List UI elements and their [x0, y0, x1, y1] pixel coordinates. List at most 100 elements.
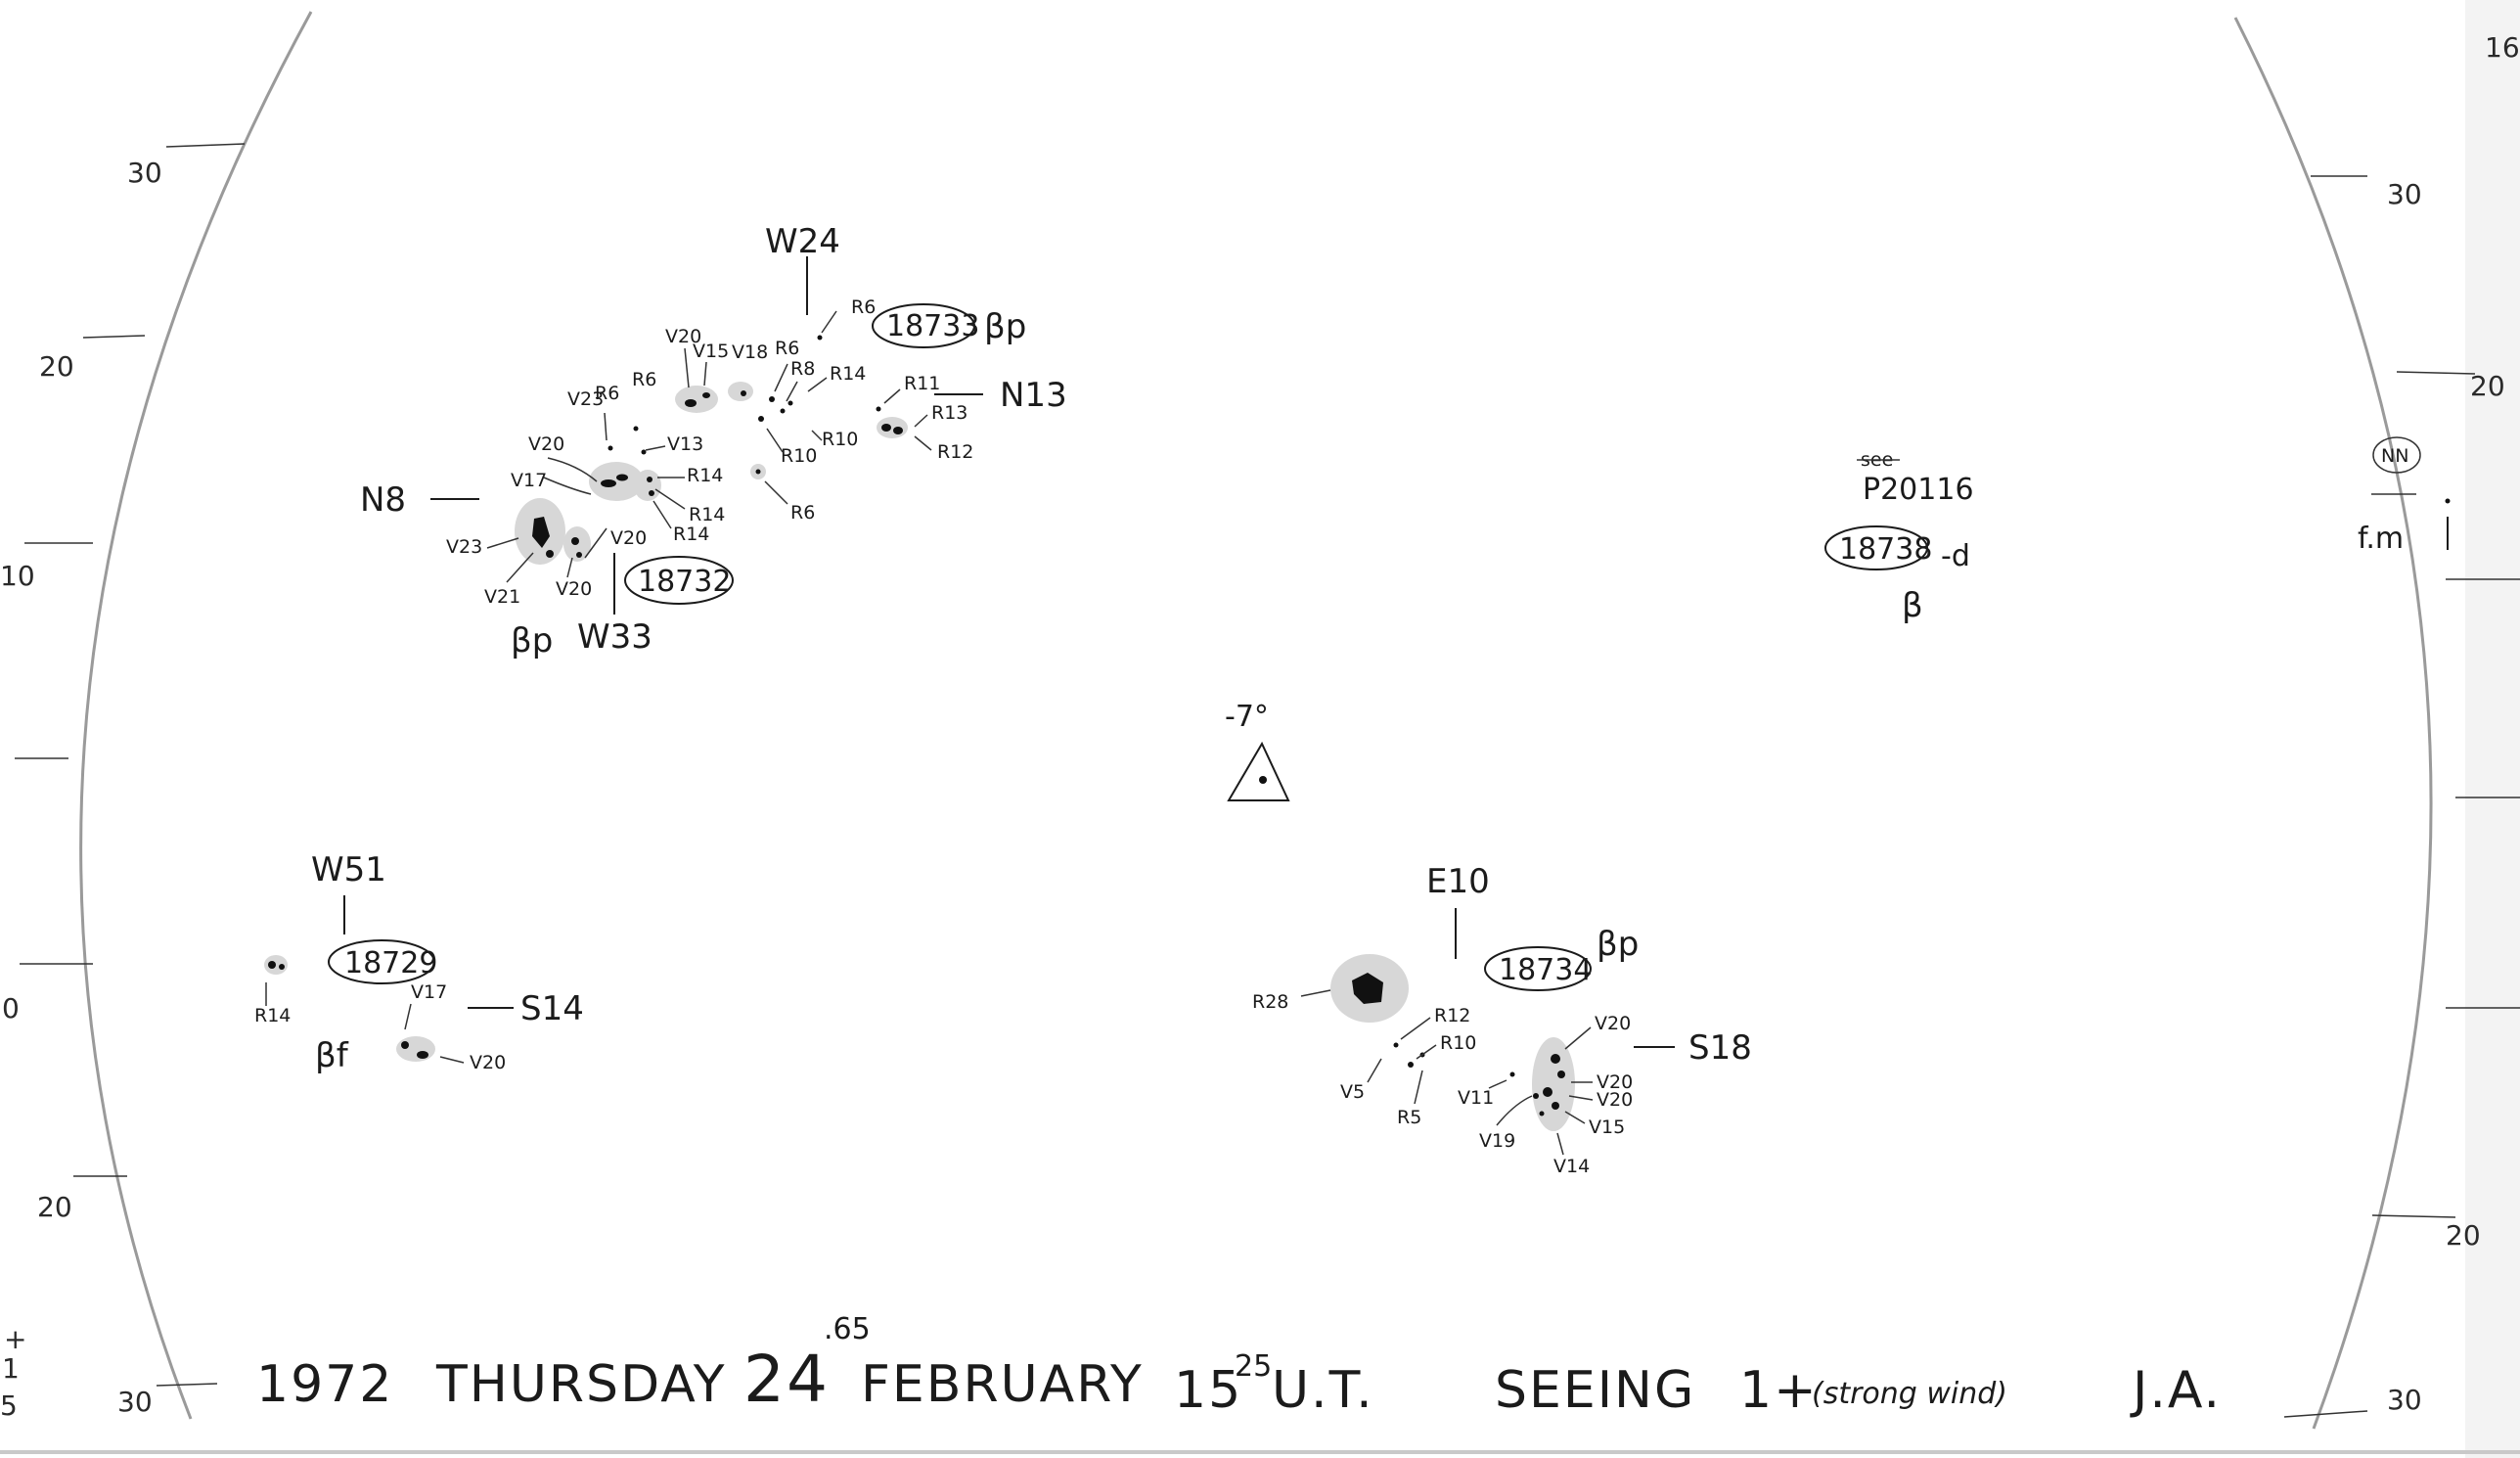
group-latitude: S14: [520, 989, 584, 1028]
spot-label: V21: [484, 586, 520, 608]
day-fraction: .65: [824, 1312, 871, 1346]
weekday: THURSDAY: [435, 1355, 727, 1414]
spot-label: R10: [781, 445, 817, 467]
group-number-oval: [624, 556, 734, 605]
spot-labels: R28 R12 R10 V5 R5 V11 V19 V14 V15 V20 V2…: [1252, 991, 1633, 1177]
spot-label: V17: [411, 981, 447, 1003]
sunspot-group-18732: 18732 βp W33 N8 V23 R6 R6 V20: [360, 369, 734, 661]
spot-label: V20: [610, 527, 647, 549]
latitude-scale-left: 30 20 10 0 20 30 + 1 5: [0, 143, 246, 1422]
group-position: E10: [1426, 862, 1490, 901]
group-number: 18734: [1499, 953, 1592, 987]
group-class: βp: [984, 307, 1026, 346]
group-latitude: N8: [360, 480, 406, 520]
observer-initials: J.A.: [2130, 1361, 2222, 1420]
spot-label: R6: [790, 502, 815, 524]
group-number-oval: [872, 303, 975, 348]
b0-angle: -7°: [1225, 700, 1269, 734]
spot-cluster: [515, 426, 661, 565]
solar-limb-right: [2233, 17, 2433, 1430]
minute: 25: [1235, 1349, 1272, 1384]
spot-label: V18: [732, 342, 768, 363]
scale-label: 30: [117, 1386, 153, 1418]
scale-label: 10: [0, 560, 35, 592]
page-number: 16: [2485, 31, 2520, 64]
group-position: W51: [311, 850, 386, 889]
sunspot-group-18738: see P20116 18738 -d β: [1824, 449, 1974, 625]
scale-label: 1: [2, 1352, 20, 1385]
spot-label: R12: [937, 441, 973, 463]
group-number-oval: [328, 939, 435, 984]
scale-label: 20: [37, 1191, 72, 1223]
group-latitude: S18: [1688, 1028, 1752, 1068]
spot-label: R5: [1397, 1107, 1421, 1128]
seeing-note: (strong wind): [1812, 1377, 2007, 1411]
spot-label: V20: [1595, 1013, 1631, 1034]
spot-label: R11: [904, 373, 940, 394]
seeing-label: SEEING: [1495, 1361, 1695, 1420]
group-class-suffix: -d: [1941, 539, 1970, 573]
spot-label: V19: [1479, 1130, 1515, 1152]
group-class: β: [1902, 586, 1923, 625]
spot-label: R8: [790, 358, 815, 380]
scale-label: 30: [127, 157, 162, 189]
scale-label: +: [4, 1323, 26, 1355]
scale-label: 5: [0, 1390, 18, 1422]
note-text: f.m: [2358, 522, 2404, 556]
spot-leaders: [486, 412, 686, 583]
time-standard: U.T.: [1272, 1361, 1374, 1420]
spot-label: V20: [556, 578, 592, 600]
group-number-oval: [1484, 946, 1592, 991]
group-reference-note: P20116: [1863, 473, 1974, 507]
hour: 15: [1174, 1361, 1242, 1420]
scale-label: 30: [2387, 1384, 2422, 1416]
day: 24: [743, 1342, 830, 1417]
spot-label: V17: [511, 470, 547, 491]
spot-cluster: [264, 955, 435, 1062]
group-number: 18733: [886, 309, 979, 343]
spot-cluster: [1330, 954, 1575, 1131]
group-class: βf: [315, 1036, 349, 1075]
spot-label: R14: [687, 465, 723, 486]
spot-label: V20: [1597, 1089, 1633, 1111]
seeing-value: 1+: [1739, 1361, 1819, 1420]
scale-label: 20: [39, 350, 74, 383]
scale-label: 30: [2387, 178, 2422, 210]
spot-label: R13: [931, 402, 968, 424]
spot-label: R10: [1440, 1032, 1476, 1054]
group-class: βp: [511, 621, 553, 661]
scale-label: 20: [2446, 1219, 2481, 1252]
spot-label: R6: [595, 383, 619, 404]
spot-label: V15: [1589, 1116, 1625, 1138]
spot-label: V20: [1597, 1071, 1633, 1093]
sunspot-group-18733: W24 18733 βp N13 R6 R6 R8: [665, 222, 1067, 524]
spot-label: V15: [693, 341, 729, 362]
group-class: βp: [1597, 925, 1639, 964]
spot-label: R14: [673, 524, 709, 545]
scale-label: 0: [2, 992, 20, 1025]
spot-label: R14: [830, 363, 866, 385]
group-number: 18732: [638, 565, 731, 599]
sunspot-group-18729: W51 18729 βf S14 R14 V17 V20: [254, 850, 584, 1075]
group-number: 18738: [1839, 532, 1932, 567]
spot-label: R6: [775, 338, 799, 359]
group-position: W24: [765, 222, 840, 261]
spot-label: R14: [254, 1005, 291, 1026]
year: 1972: [256, 1355, 393, 1414]
spot-cluster: [675, 335, 908, 479]
spot-labels: R14 V17 V20: [254, 981, 506, 1073]
spot-labels: R6 R6 R8 R14 R11 R13 R12 R10 R10 R6 V20 …: [665, 296, 973, 524]
observation-footer: 1972 THURSDAY 24 .65 FEBRUARY 15 25 U.T.…: [256, 1312, 2222, 1420]
spot-label: R10: [822, 429, 858, 450]
group-number: 18729: [344, 946, 437, 980]
group-latitude: N13: [1000, 376, 1067, 415]
spot-label: V20: [470, 1052, 506, 1073]
spot-label: R14: [689, 504, 725, 525]
spot-label: V23: [446, 536, 482, 558]
sunspot-group-18734: E10 18734 βp S18 R28 R12 R10 V5 R5: [1252, 862, 1752, 1177]
scale-label: 20: [2470, 370, 2505, 402]
spot-leaders: [1300, 989, 1594, 1156]
corner-note: NN f.m: [2358, 436, 2451, 556]
spot-label: V14: [1553, 1156, 1590, 1177]
page-edge-shade: [2465, 0, 2520, 1458]
